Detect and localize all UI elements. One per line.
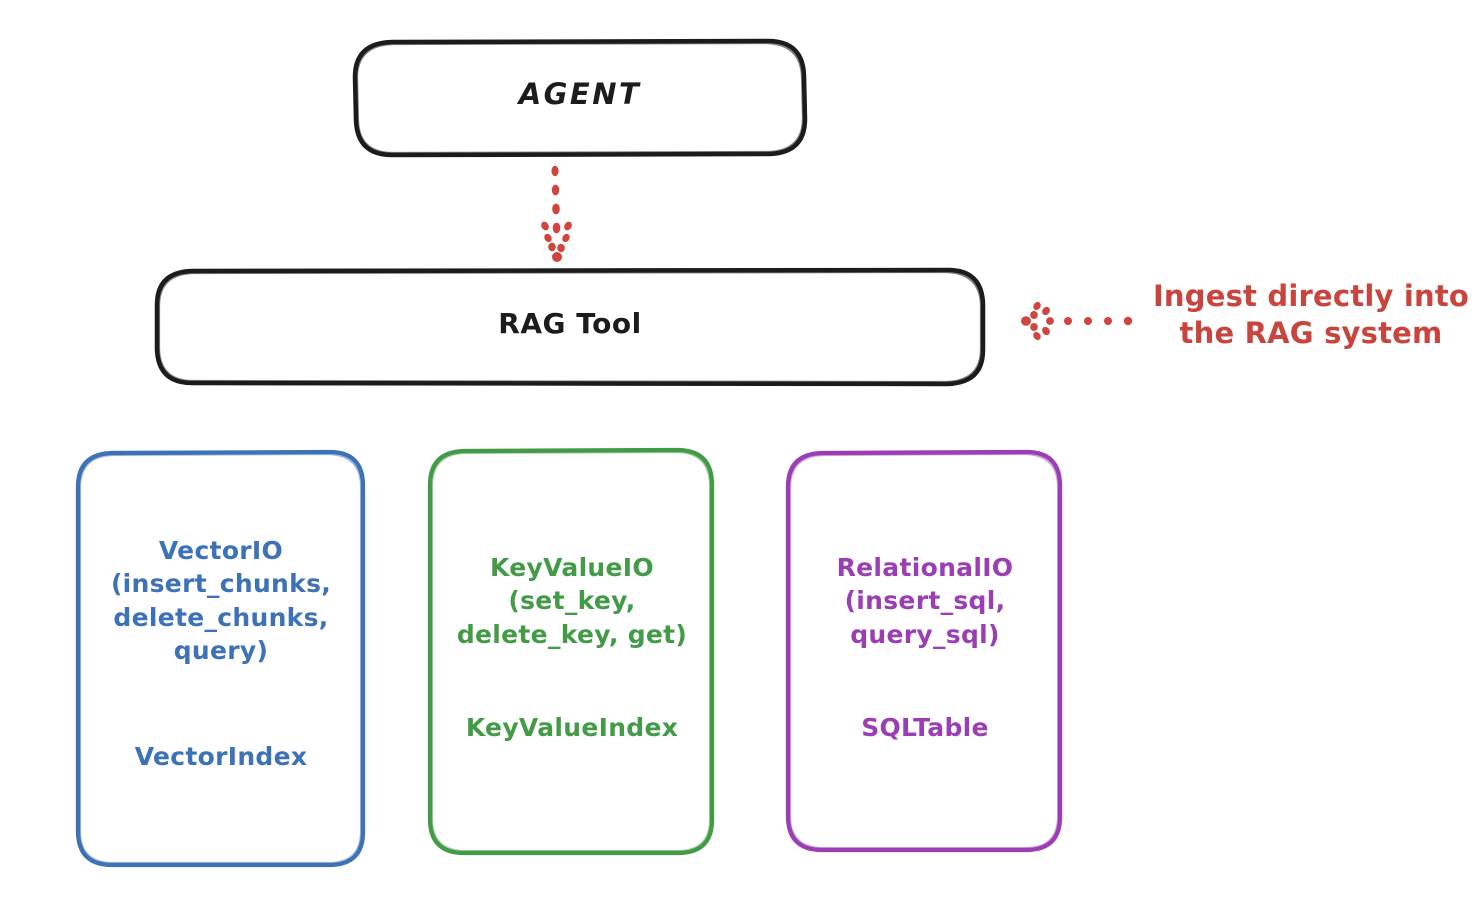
- vector-io-node[interactable]: [75, 449, 366, 868]
- rag-tool-box-outline: [154, 267, 986, 387]
- key-value-io-node[interactable]: [427, 447, 715, 856]
- relational-io-box-outline: [785, 449, 1063, 853]
- key-value-io-box-outline-pass2: [431, 451, 711, 852]
- agent-box-outline: [352, 38, 808, 158]
- ingest-arrow-connector: [1021, 301, 1133, 341]
- rag-tool-box-outline-pass2: [157, 270, 983, 384]
- vector-io-box-outline-pass2: [79, 453, 362, 864]
- vector-io-box-outline: [75, 449, 366, 868]
- rag-tool-node[interactable]: [154, 267, 986, 387]
- agent-box-outline-pass2: [355, 41, 805, 155]
- key-value-io-box-outline: [427, 447, 715, 856]
- relational-io-box-outline-pass2: [789, 453, 1059, 849]
- relational-io-node[interactable]: [785, 449, 1063, 853]
- agent-node[interactable]: [352, 38, 808, 158]
- agent-to-rag-connector: [541, 165, 572, 262]
